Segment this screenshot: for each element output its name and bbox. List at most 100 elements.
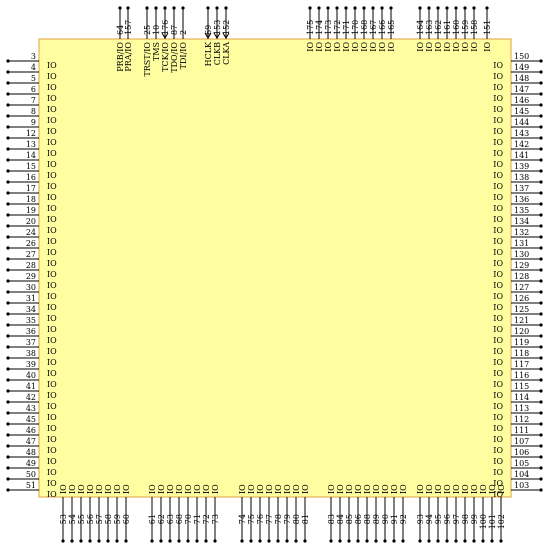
pin-terminal-dot: [539, 477, 543, 481]
pin-label: IO: [416, 484, 425, 494]
pin-label: IO: [336, 484, 345, 494]
pin-number: 168: [360, 20, 369, 35]
bottom-pin-group: 53IO54IO55IO56IO57IO58IO59IO60IO61IO62IO…: [59, 484, 506, 543]
pin-number: 141: [514, 151, 529, 160]
pin-terminal-dot: [258, 539, 262, 543]
pin-number: 60: [122, 514, 131, 524]
pin-label: IO: [493, 182, 503, 191]
pin-4: 4IO: [6, 63, 57, 81]
pin-label: IO: [238, 484, 247, 494]
pin-terminal-dot: [6, 224, 10, 228]
pin-label: IO: [493, 149, 503, 158]
pin-number: 136: [514, 195, 529, 204]
pin-number: 53: [59, 514, 68, 524]
pin-number: 103: [514, 481, 529, 490]
pin-label: IO: [274, 484, 283, 494]
pin-number: 69: [204, 25, 213, 35]
pin-terminal-dot: [168, 539, 172, 543]
pin-terminal-dot: [463, 539, 467, 543]
pin-number: 29: [26, 272, 36, 281]
pin-label: IO: [47, 83, 57, 92]
pin-label: IO: [265, 484, 274, 494]
pin-terminal-dot: [249, 539, 253, 543]
pin-terminal-dot: [6, 169, 10, 173]
pin-terminal-dot: [335, 6, 339, 10]
pin-terminal-dot: [317, 6, 321, 10]
pin-terminal-dot: [303, 539, 307, 543]
pin-label: TDI/IO: [179, 42, 188, 70]
pin-terminal-dot: [347, 539, 351, 543]
pin-number: 80: [292, 514, 301, 524]
pin-terminal-dot: [539, 59, 543, 63]
pin-number: 12: [26, 129, 36, 138]
input-arrow-icon: [204, 32, 212, 39]
pin-number: 16: [26, 173, 36, 182]
pin-terminal-dot: [308, 6, 312, 10]
pin-label: IO: [47, 281, 57, 290]
pin-number: 85: [345, 514, 354, 524]
pin-label: IO: [493, 292, 503, 301]
pin-label: IO: [47, 446, 57, 455]
top-pin-group: 64PRB/IO157PRA/IO25TRST/IO10TMS176TCK/IO…: [116, 6, 492, 77]
pin-number: 94: [425, 514, 434, 524]
pin-terminal-dot: [172, 6, 176, 10]
pin-terminal-dot: [539, 488, 543, 492]
pin-terminal-dot: [539, 246, 543, 250]
pin-label: IO: [452, 42, 461, 52]
pin-label: IO: [166, 484, 175, 494]
pin-label: IO: [47, 248, 57, 257]
pin-terminal-dot: [6, 345, 10, 349]
pin-label: IO: [47, 347, 57, 356]
pin-number: 75: [247, 514, 256, 524]
pin-number: 24: [26, 228, 36, 237]
pin-number: 68: [175, 514, 184, 524]
pin-terminal-dot: [6, 312, 10, 316]
pin-terminal-dot: [6, 147, 10, 151]
pin-label: IO: [493, 105, 503, 114]
pin-label: IO: [47, 358, 57, 367]
pin-terminal-dot: [445, 539, 449, 543]
pin-number: 107: [514, 437, 529, 446]
pin-7: 7IO: [6, 96, 57, 114]
pin-number: 101: [488, 514, 497, 529]
pin-terminal-dot: [6, 466, 10, 470]
pin-number: 81: [301, 514, 310, 524]
pin-number: 127: [514, 283, 529, 292]
pin-label: IO: [47, 259, 57, 268]
pin-number: 2: [179, 30, 188, 35]
pin-terminal-dot: [539, 378, 543, 382]
pin-terminal-dot: [213, 539, 217, 543]
